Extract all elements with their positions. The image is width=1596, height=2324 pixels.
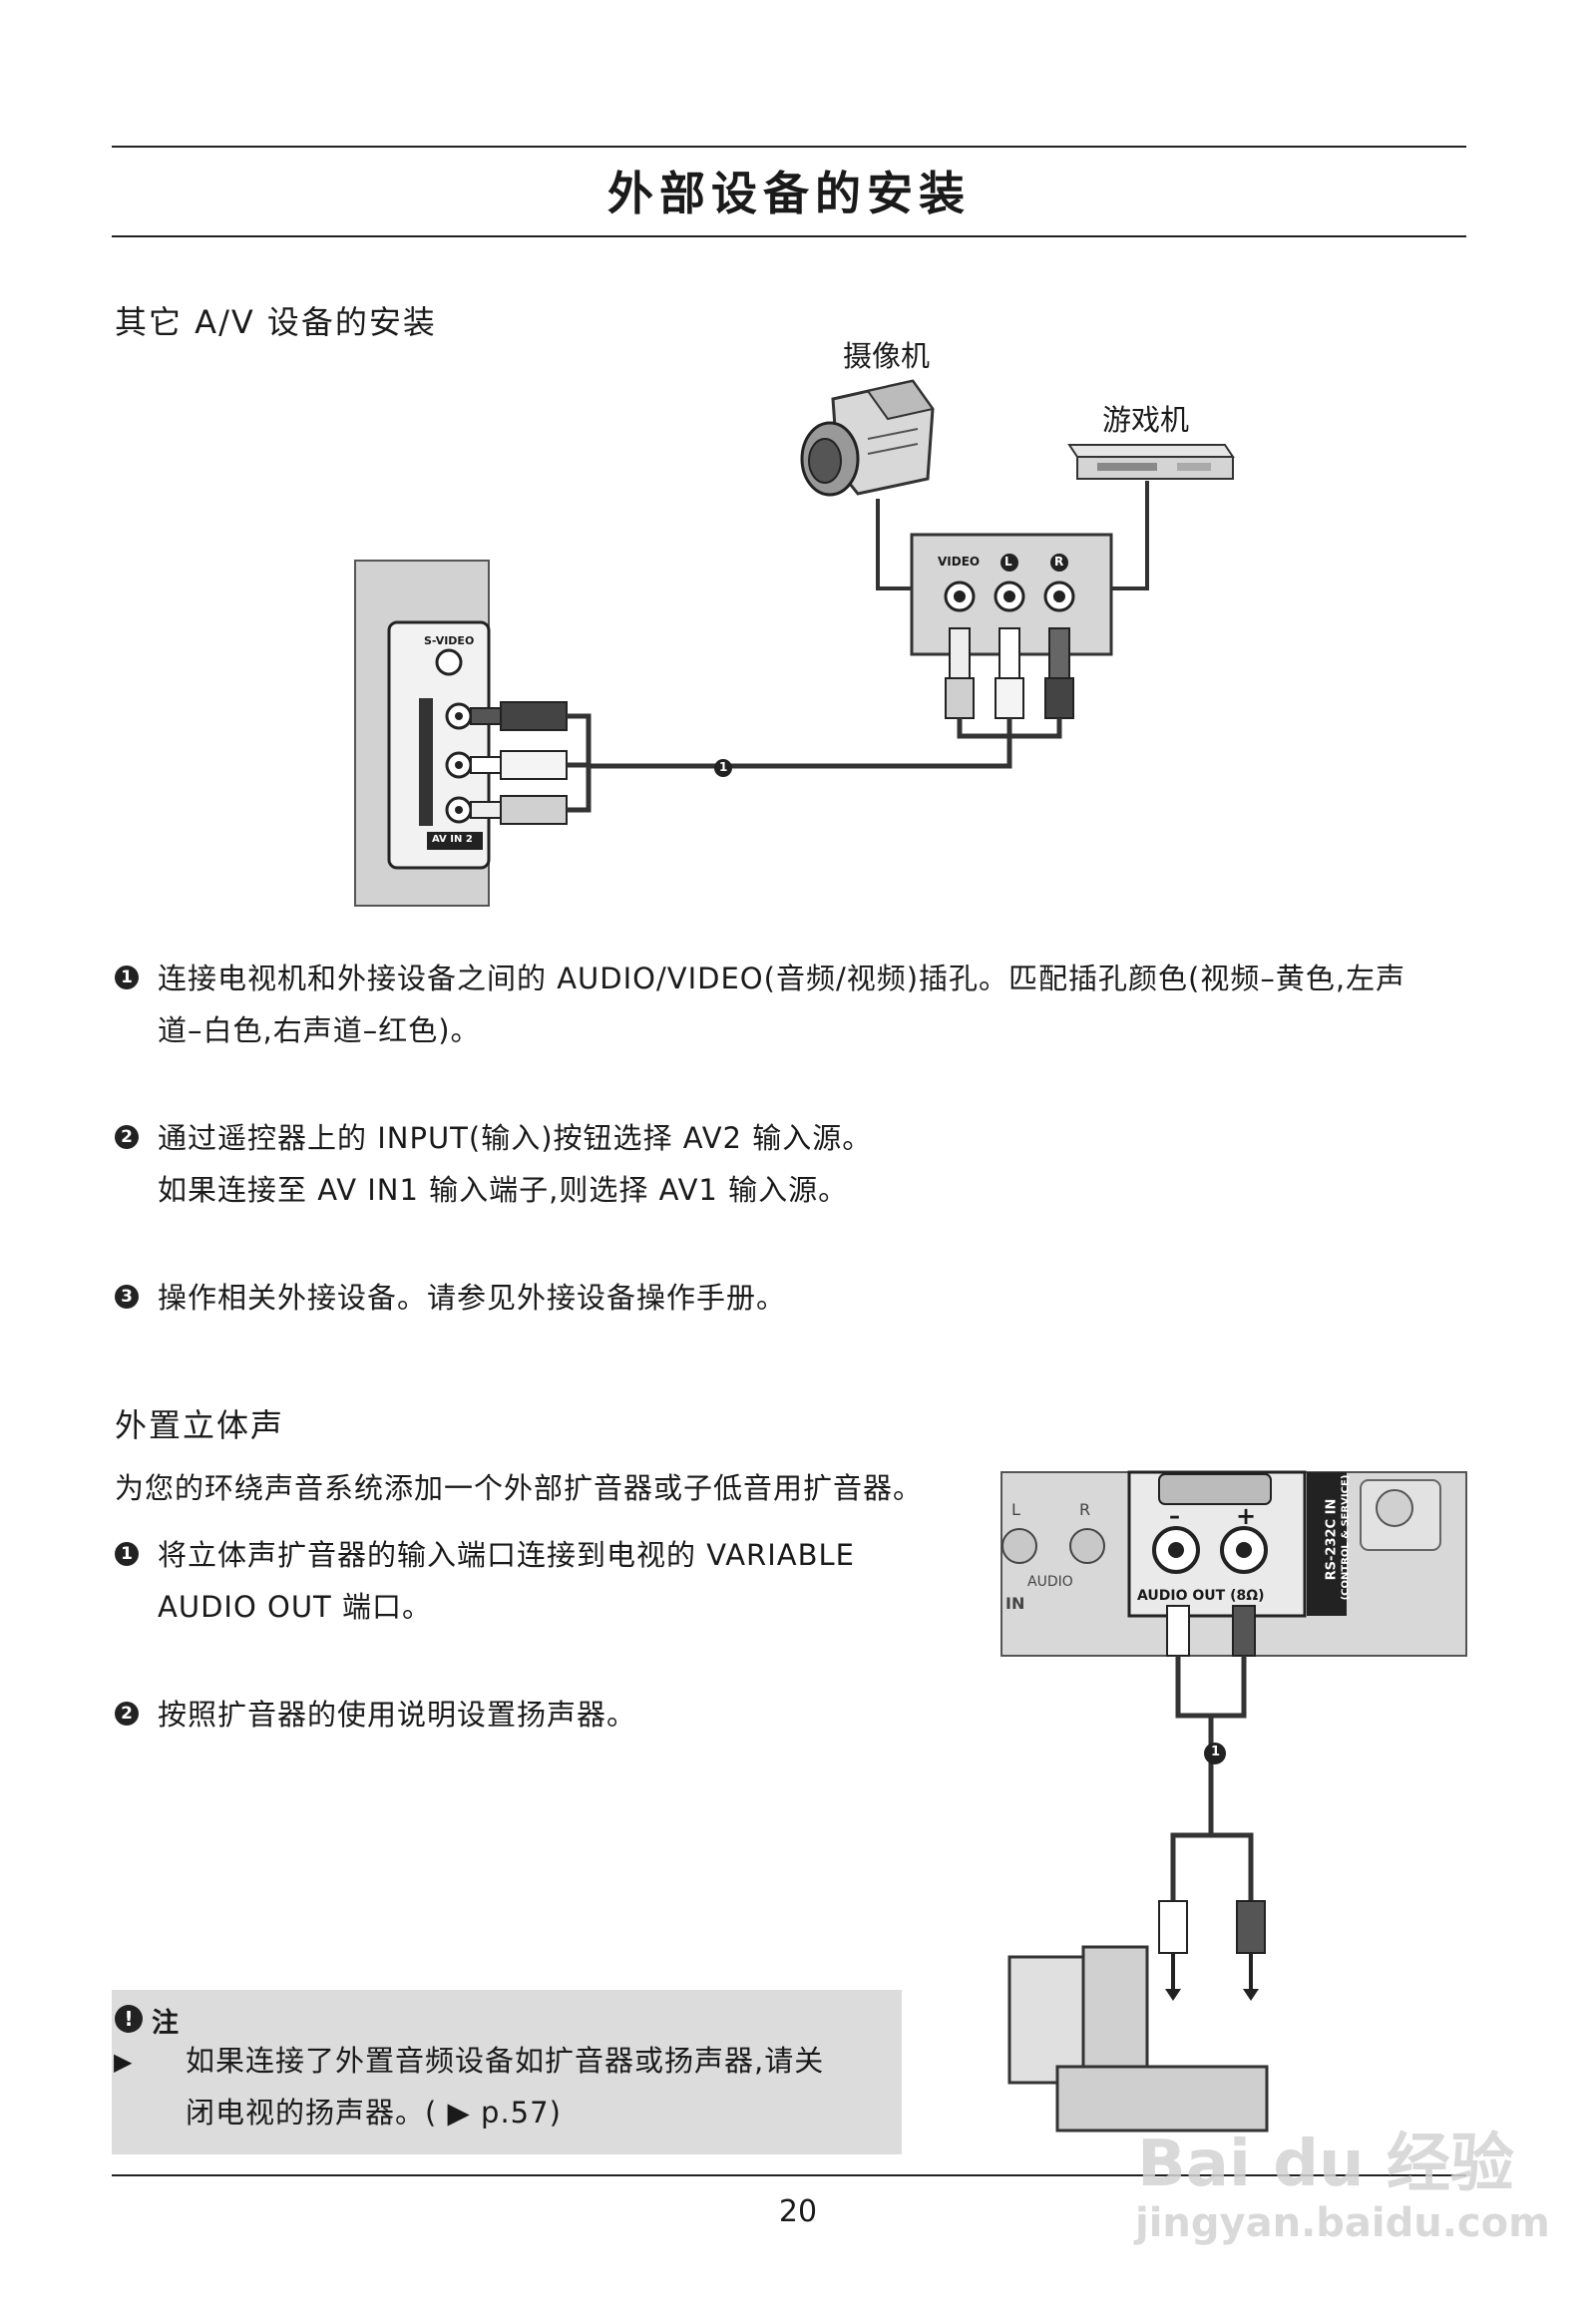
note-title: 注	[152, 2008, 179, 2039]
note-text: 如果连接了外置音频设备如扩音器或扬声器,请关 闭电视的扬声器。( ▶ p.57)	[186, 2035, 894, 2138]
watermark-url: jingyan.baidu.com	[1135, 2200, 1550, 2246]
audio-label: AUDIO	[1027, 1574, 1073, 1590]
audio-out-label: AUDIO OUT (8Ω)	[1137, 1588, 1265, 1604]
game-console-label: 游戏机	[1102, 403, 1190, 437]
l-label: L	[1011, 1500, 1020, 1519]
game-console-illustration	[1067, 444, 1235, 480]
minus-label: –	[1169, 1504, 1180, 1529]
stereo-step-2-line-1: 按照扩音器的使用说明设置扬声器。	[158, 1698, 637, 1732]
in-label: IN	[1005, 1594, 1025, 1613]
av-step-1-line-2: 道–白色,右声道–红色)。	[158, 1013, 481, 1047]
note-line-2: 闭电视的扬声器。( ▶ p.57)	[186, 2096, 562, 2130]
stereo-step-2-text: 按照扩音器的使用说明设置扬声器。	[158, 1689, 956, 1741]
camcorder-label: 摄像机	[843, 339, 931, 373]
section-heading-stereo: 外置立体声	[115, 1406, 285, 1444]
footer-rule	[112, 2174, 1466, 2176]
note-box	[112, 1990, 902, 2154]
tv-av-in-label: AV IN 2	[432, 834, 473, 845]
top-rule	[112, 146, 1466, 148]
amp-cable	[1158, 1605, 1266, 2001]
av-callout-number: 1	[719, 760, 728, 774]
jack-l-label: L	[1004, 555, 1012, 569]
jack-video-label: VIDEO	[938, 555, 981, 569]
av-step-3-text: 操作相关外接设备。请参见外接设备操作手册。	[158, 1272, 1474, 1324]
stereo-step-2-number: 2	[115, 1702, 139, 1726]
device-rca-plugs	[945, 627, 1074, 719]
title-rule	[112, 235, 1466, 237]
av-step-1-line-1: 连接电视机和外接设备之间的 AUDIO/VIDEO(音频/视频)插孔。匹配插孔颜…	[158, 962, 1406, 995]
tv-side-panel	[354, 560, 491, 907]
note-warning-icon: !	[115, 2005, 143, 2033]
rs232-sub-label: (CONTROL & SERVICE)	[1340, 1474, 1352, 1601]
section-heading-av: 其它 A/V 设备的安装	[115, 303, 437, 341]
av-step-1-number: 1	[115, 966, 139, 989]
stereo-step-1-line-2: AUDIO OUT 端口。	[158, 1590, 432, 1624]
page-number: 20	[778, 2194, 818, 2229]
plus-label: +	[1236, 1502, 1257, 1530]
jack-r-label: R	[1054, 555, 1064, 569]
note-arrow-icon: ▶	[114, 2048, 133, 2076]
page-title: 外部设备的安装	[607, 167, 971, 220]
watermark-brand: Bai du 经验	[1137, 2128, 1514, 2201]
stereo-step-1-line-1: 将立体声扩音器的输入端口连接到电视的 VARIABLE	[158, 1538, 855, 1572]
tv-rca-plugs	[470, 701, 568, 825]
stereo-step-1-number: 1	[115, 1542, 139, 1566]
speaker-illustration	[1007, 1945, 1269, 2132]
stereo-intro: 为您的环绕声音系统添加一个外部扩音器或子低音用扩音器。	[115, 1471, 924, 1505]
stereo-callout-number: 1	[1211, 1744, 1221, 1759]
av-step-3-line-1: 操作相关外接设备。请参见外接设备操作手册。	[158, 1281, 787, 1315]
callout-marker	[714, 759, 732, 777]
r-label: R	[1079, 1500, 1091, 1519]
camcorder-illustration	[800, 379, 935, 497]
tv-svideo-label: S-VIDEO	[424, 634, 475, 647]
rs232-label: RS-232C IN	[1324, 1498, 1340, 1581]
av-step-2-line-1: 通过遥控器上的 INPUT(输入)按钮选择 AV2 输入源。	[158, 1121, 873, 1155]
av-step-2-text: 通过遥控器上的 INPUT(输入)按钮选择 AV2 输入源。 如果连接至 AV …	[158, 1112, 1474, 1216]
av-step-2-number: 2	[115, 1125, 139, 1149]
note-line-1: 如果连接了外置音频设备如扩音器或扬声器,请关	[186, 2044, 825, 2078]
av-step-3-number: 3	[115, 1285, 139, 1309]
stereo-step-1-text: 将立体声扩音器的输入端口连接到电视的 VARIABLE AUDIO OUT 端口…	[158, 1529, 956, 1633]
av-step-1-text: 连接电视机和外接设备之间的 AUDIO/VIDEO(音频/视频)插孔。匹配插孔颜…	[158, 953, 1474, 1056]
av-step-2-line-2: 如果连接至 AV IN1 输入端子,则选择 AV1 输入源。	[158, 1173, 849, 1207]
